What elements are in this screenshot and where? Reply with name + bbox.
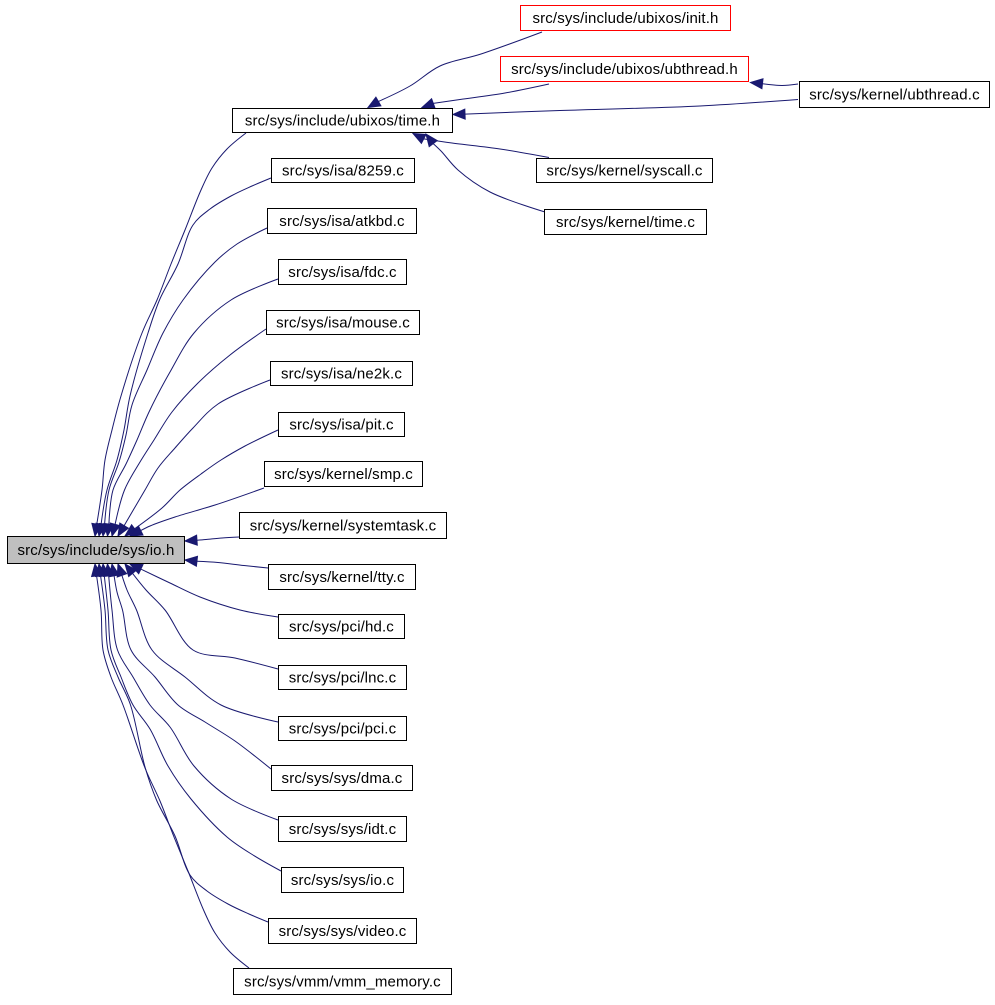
svg-text:src/sys/pci/pci.c: src/sys/pci/pci.c: [289, 721, 397, 738]
svg-text:src/sys/isa/atkbd.c: src/sys/isa/atkbd.c: [279, 213, 405, 230]
svg-text:src/sys/include/ubixos/time.h: src/sys/include/ubixos/time.h: [245, 113, 440, 130]
svg-text:src/sys/isa/mouse.c: src/sys/isa/mouse.c: [276, 315, 410, 332]
svg-text:src/sys/isa/pit.c: src/sys/isa/pit.c: [289, 417, 394, 434]
svg-text:src/sys/isa/ne2k.c: src/sys/isa/ne2k.c: [281, 366, 402, 383]
svg-text:src/sys/sys/dma.c: src/sys/sys/dma.c: [282, 770, 403, 787]
svg-text:src/sys/pci/lnc.c: src/sys/pci/lnc.c: [289, 670, 397, 687]
svg-text:src/sys/sys/idt.c: src/sys/sys/idt.c: [289, 821, 397, 838]
svg-text:src/sys/include/ubixos/ubthrea: src/sys/include/ubixos/ubthread.h: [511, 61, 738, 78]
svg-text:src/sys/sys/io.c: src/sys/sys/io.c: [291, 872, 395, 889]
svg-text:src/sys/kernel/tty.c: src/sys/kernel/tty.c: [279, 569, 405, 586]
svg-text:src/sys/kernel/ubthread.c: src/sys/kernel/ubthread.c: [809, 87, 980, 104]
svg-text:src/sys/kernel/syscall.c: src/sys/kernel/syscall.c: [546, 163, 702, 180]
svg-text:src/sys/kernel/systemtask.c: src/sys/kernel/systemtask.c: [250, 518, 437, 535]
svg-text:src/sys/vmm/vmm_memory.c: src/sys/vmm/vmm_memory.c: [244, 974, 441, 991]
svg-text:src/sys/kernel/time.c: src/sys/kernel/time.c: [556, 214, 695, 231]
svg-text:src/sys/include/ubixos/init.h: src/sys/include/ubixos/init.h: [532, 10, 718, 27]
svg-text:src/sys/sys/video.c: src/sys/sys/video.c: [279, 923, 407, 940]
svg-text:src/sys/isa/8259.c: src/sys/isa/8259.c: [282, 163, 404, 180]
svg-text:src/sys/kernel/smp.c: src/sys/kernel/smp.c: [274, 466, 413, 483]
svg-text:src/sys/include/sys/io.h: src/sys/include/sys/io.h: [18, 542, 175, 559]
svg-text:src/sys/pci/hd.c: src/sys/pci/hd.c: [289, 619, 394, 636]
svg-text:src/sys/isa/fdc.c: src/sys/isa/fdc.c: [288, 264, 397, 281]
